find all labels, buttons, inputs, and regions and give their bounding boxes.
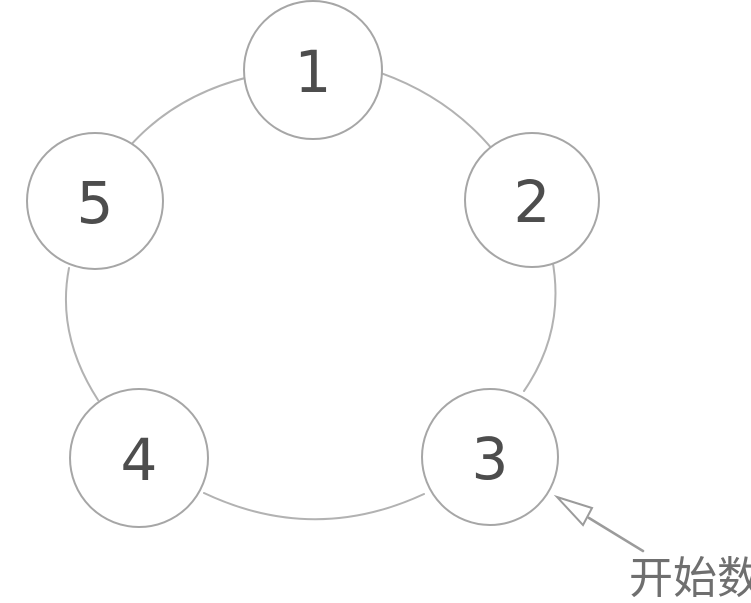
node-2: 2	[464, 132, 600, 268]
node-4: 4	[69, 388, 209, 528]
ring-arc-3-4	[203, 492, 425, 521]
nodes-layer: 1 2 3 4 5	[26, 0, 600, 528]
node-3-circle	[421, 388, 559, 526]
ring-arc-5-1	[128, 76, 250, 148]
node-5-label: 5	[77, 169, 114, 237]
node-5: 5	[26, 132, 164, 270]
ring-arc-4-5	[64, 267, 99, 401]
node-4-label: 4	[121, 426, 158, 494]
node-1-circle	[243, 0, 383, 140]
ring-arc-2-3	[523, 257, 557, 392]
ring-arcs	[64, 70, 557, 521]
ring-arc-1-2	[374, 70, 494, 151]
node-2-label: 2	[514, 168, 551, 236]
start-arrow	[553, 494, 645, 553]
start-arrow-line	[587, 516, 645, 553]
node-4-circle	[69, 388, 209, 528]
node-5-circle	[26, 132, 164, 270]
node-1-label: 1	[295, 38, 332, 106]
node-2-circle	[464, 132, 600, 268]
node-1: 1	[243, 0, 383, 140]
start-annotation-label: 开始数	[629, 553, 751, 603]
node-3-label: 3	[472, 425, 509, 493]
node-3: 3	[421, 388, 559, 526]
arrow-head-icon	[553, 494, 594, 527]
